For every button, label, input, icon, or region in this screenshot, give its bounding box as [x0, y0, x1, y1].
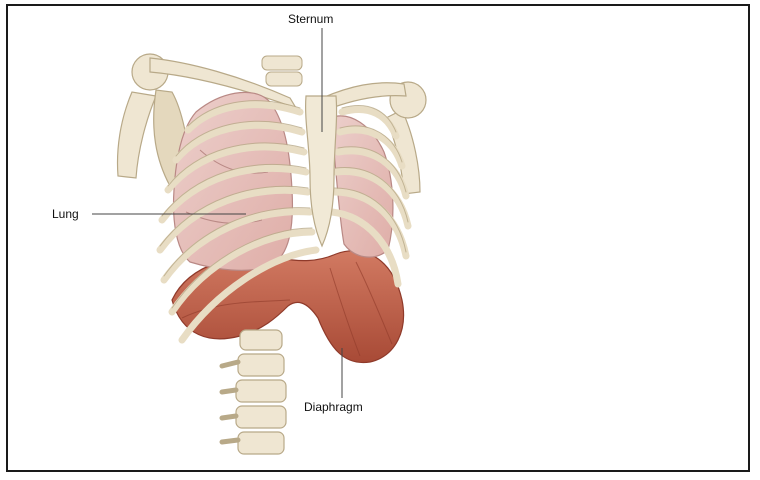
- sternum-bone: [306, 96, 337, 246]
- cervical-vertebrae: [262, 56, 302, 86]
- vertebral-column: [222, 330, 286, 454]
- lung-label: Lung: [52, 207, 79, 221]
- sternum-label: Sternum: [288, 12, 333, 26]
- diaphragm-label: Diaphragm: [304, 400, 363, 414]
